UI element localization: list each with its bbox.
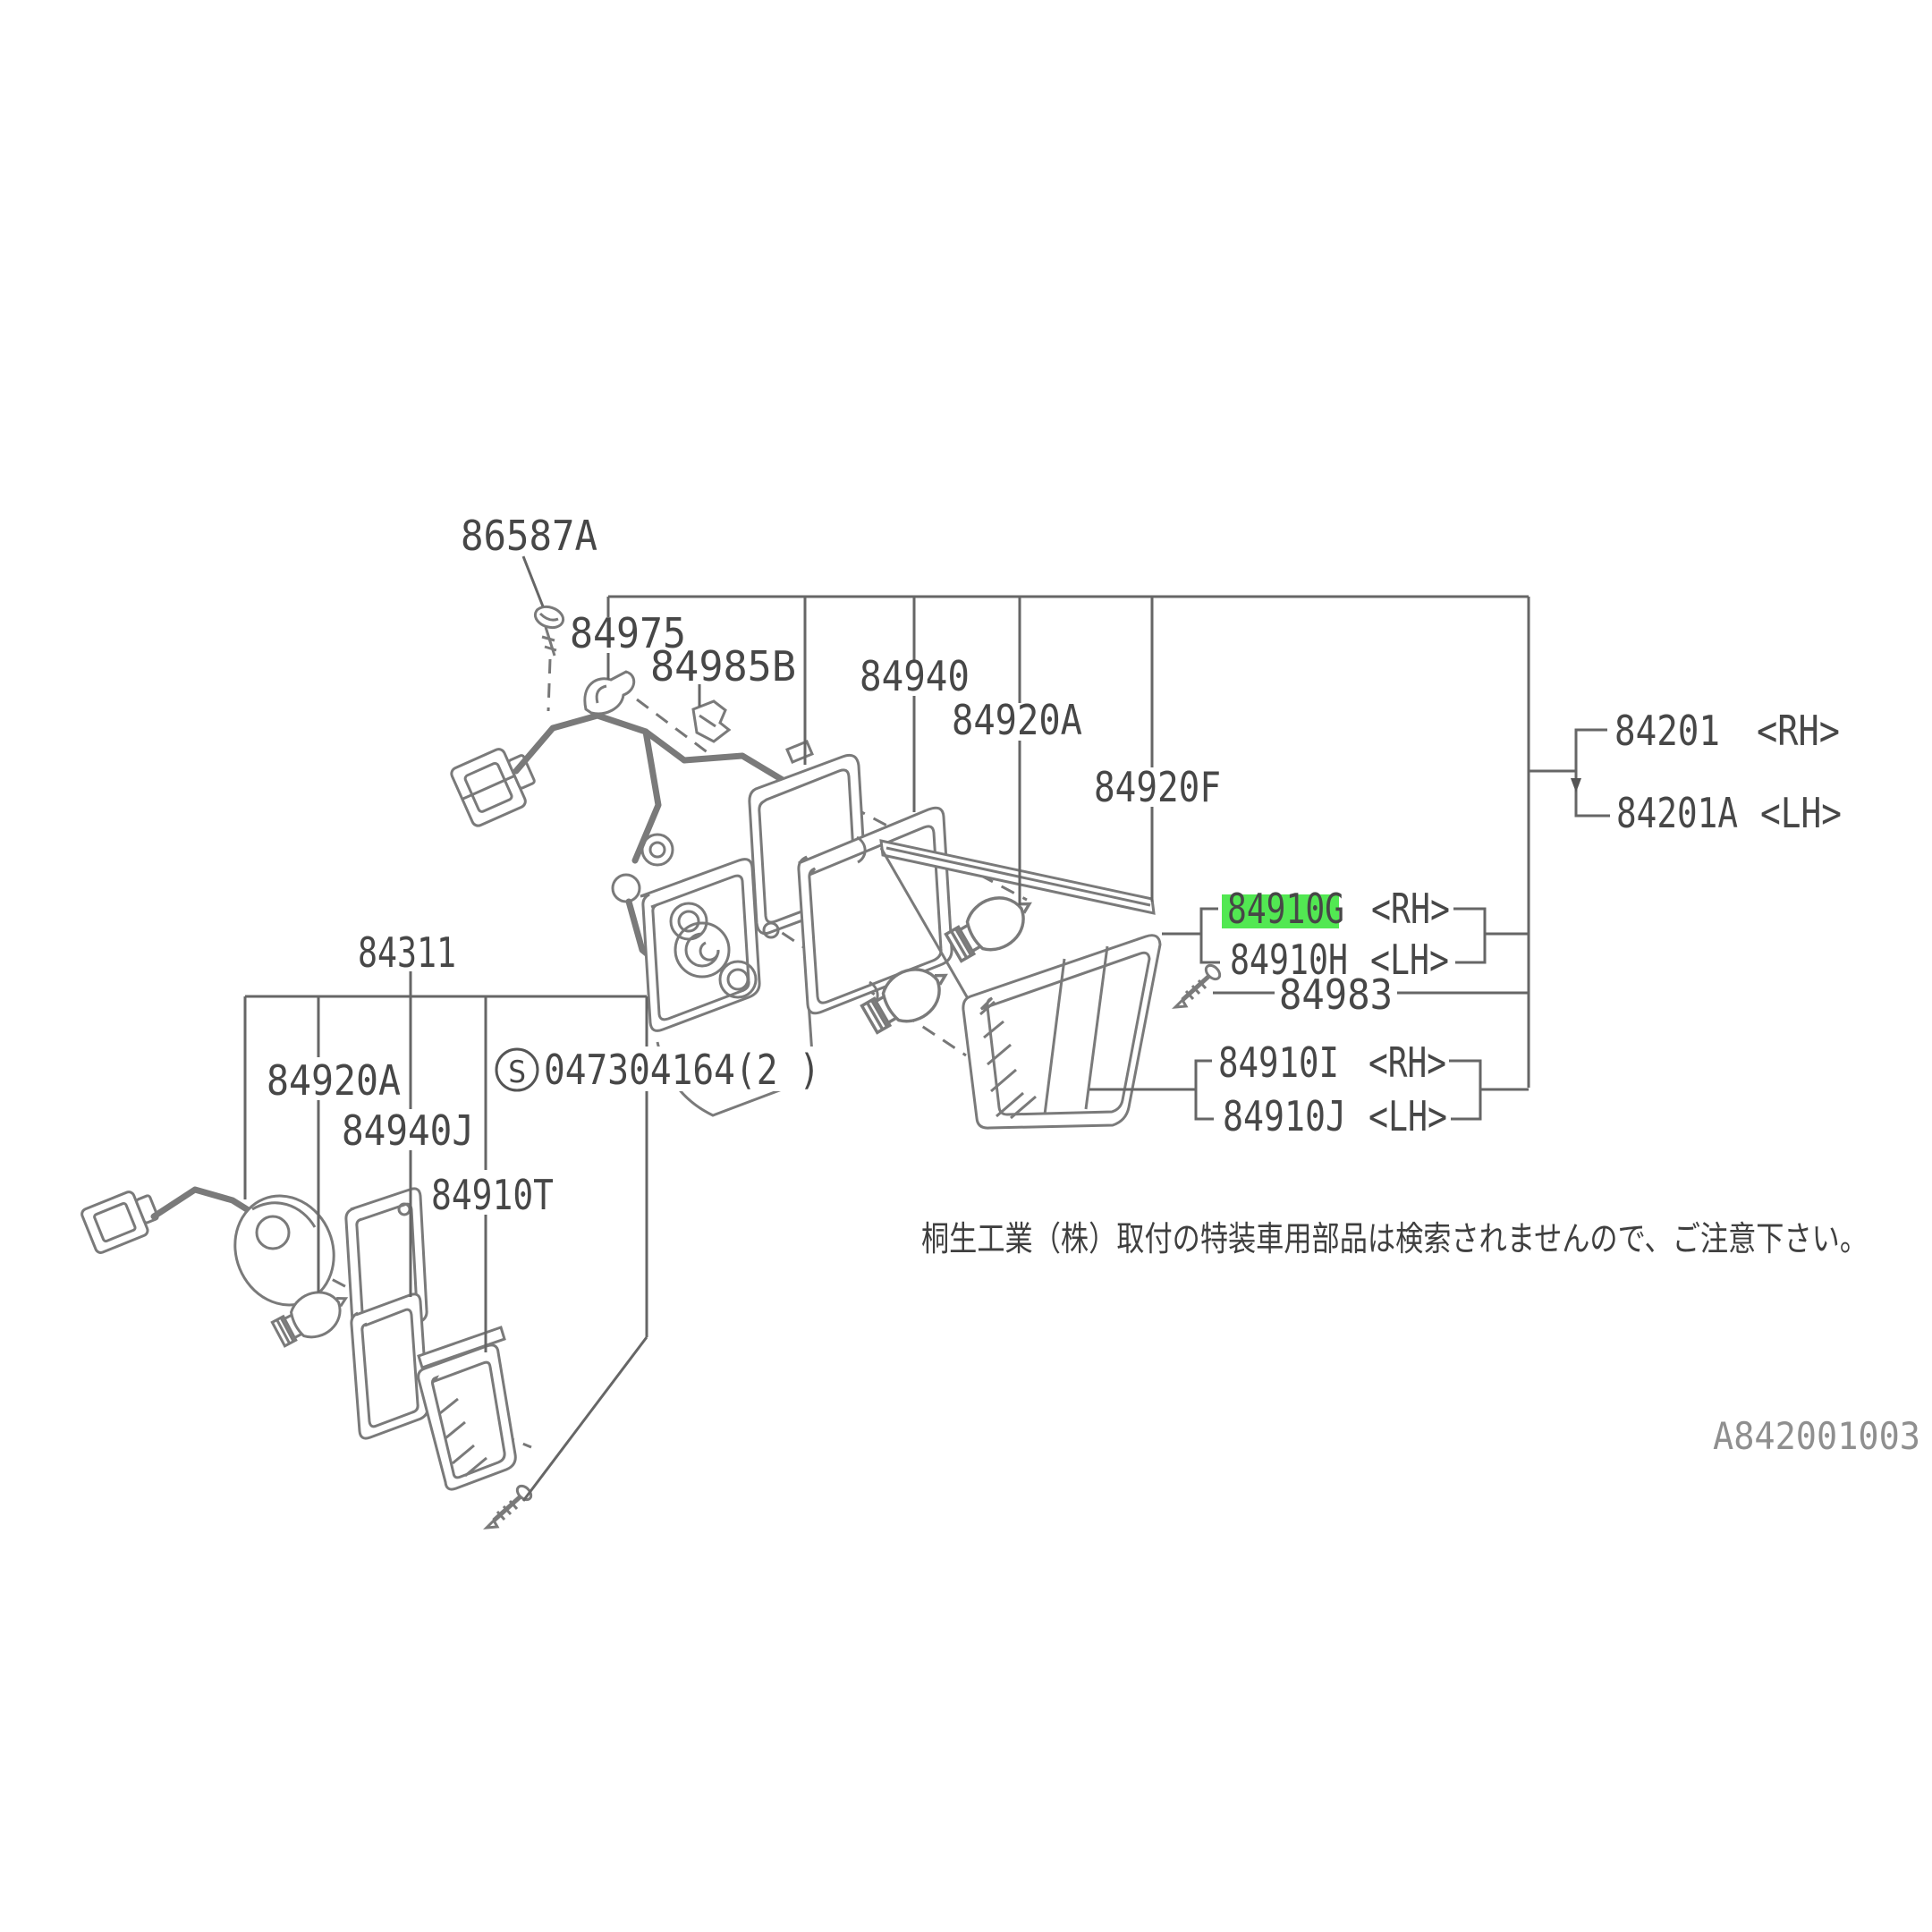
- license-lens-84910t-drawing: [417, 1326, 517, 1491]
- part-label-047304164: 047304164(2 ): [544, 1046, 820, 1094]
- part-label-84910t: 84910T: [431, 1171, 554, 1219]
- side-tag-84201-rh: <RH>: [1757, 707, 1840, 755]
- main-assembly-drawing: [450, 605, 1223, 1130]
- bulb-84920a-1-drawing: [939, 881, 1044, 970]
- license-connector-drawing: [80, 1191, 159, 1254]
- standard-part-symbol-letter: S: [508, 1055, 526, 1090]
- part-label-84975: 84975: [570, 609, 686, 657]
- screw-86587a-drawing: [533, 605, 565, 657]
- license-gasket-84940j-drawing: [350, 1292, 429, 1440]
- part-label-84940: 84940: [860, 652, 970, 700]
- callout-lines-main: [521, 555, 1610, 1088]
- hook-84975-drawing: [583, 670, 636, 716]
- doc-number: A842001003: [1713, 1414, 1920, 1458]
- highlight-84910g: [1222, 894, 1339, 928]
- label-masks: [262, 617, 1225, 1215]
- side-tag-84910j-lh: <LH>: [1368, 1092, 1447, 1140]
- part-label-86587a: 86587A: [461, 512, 597, 560]
- side-tag-84910i-rh: <RH>: [1368, 1038, 1446, 1087]
- part-label-84920a-lower: 84920A: [267, 1056, 401, 1105]
- part-label-84910h: 84910H: [1230, 936, 1348, 984]
- screw-84983-drawing: [1175, 962, 1223, 1007]
- part-label-84920f: 84920F: [1094, 763, 1221, 811]
- part-label-84940j: 84940J: [342, 1106, 474, 1155]
- license-screw-drawing: [487, 1483, 534, 1528]
- part-label-84983: 84983: [1279, 970, 1393, 1019]
- part-label-84201a: 84201A: [1616, 789, 1738, 837]
- side-tag-84910h-lh: <LH>: [1370, 936, 1449, 984]
- harness-connector-drawing: [450, 748, 536, 827]
- lens-84910-drawing: [962, 934, 1162, 1130]
- side-tag-84910g-rh: <RH>: [1371, 885, 1450, 933]
- part-label-84311: 84311: [358, 928, 456, 977]
- part-label-84910j: 84910J: [1223, 1092, 1346, 1140]
- license-lamp-assembly-drawing: [80, 1186, 534, 1528]
- callout-lines-84910-group: [1089, 907, 1529, 1121]
- caution-note: 桐生工業（株）取付の特装車用部品は検索されませんので、ご注意下さい。: [921, 1219, 1868, 1258]
- part-label-84920a-top: 84920A: [952, 696, 1082, 744]
- standard-part-symbol: S: [495, 1047, 539, 1092]
- part-label-84910g-highlighted: 84910G: [1227, 885, 1344, 933]
- part-label-84201: 84201: [1614, 707, 1720, 755]
- part-label-84910i: 84910I: [1218, 1038, 1339, 1087]
- side-tag-84201a-lh: <LH>: [1760, 789, 1842, 837]
- part-label-84985b: 84985B: [650, 642, 796, 691]
- clip-84985b-drawing: [691, 699, 732, 743]
